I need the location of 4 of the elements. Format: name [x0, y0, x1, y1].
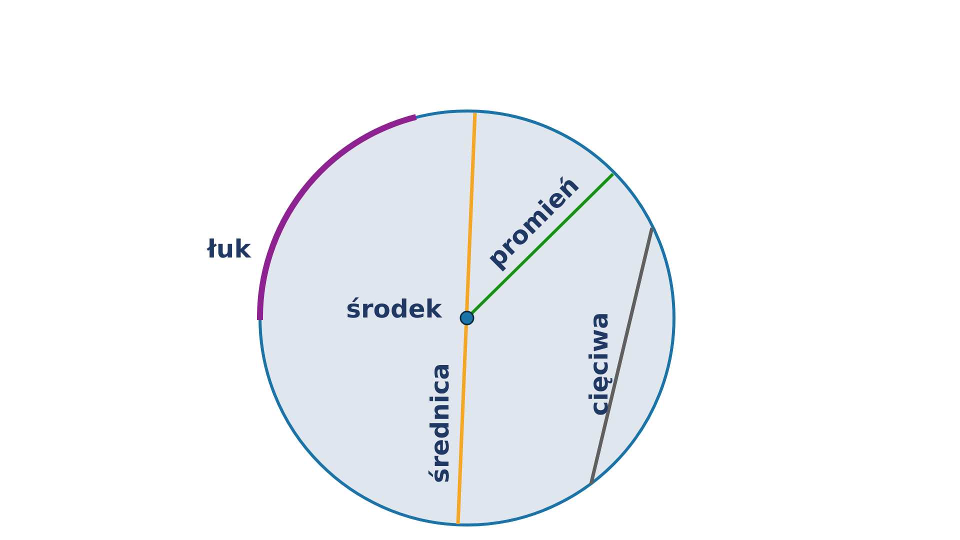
part-label: środek — [346, 296, 442, 322]
part-label: łuk — [207, 236, 251, 262]
part-label: średnica — [428, 362, 452, 484]
part-label: cięciwa — [586, 312, 612, 416]
